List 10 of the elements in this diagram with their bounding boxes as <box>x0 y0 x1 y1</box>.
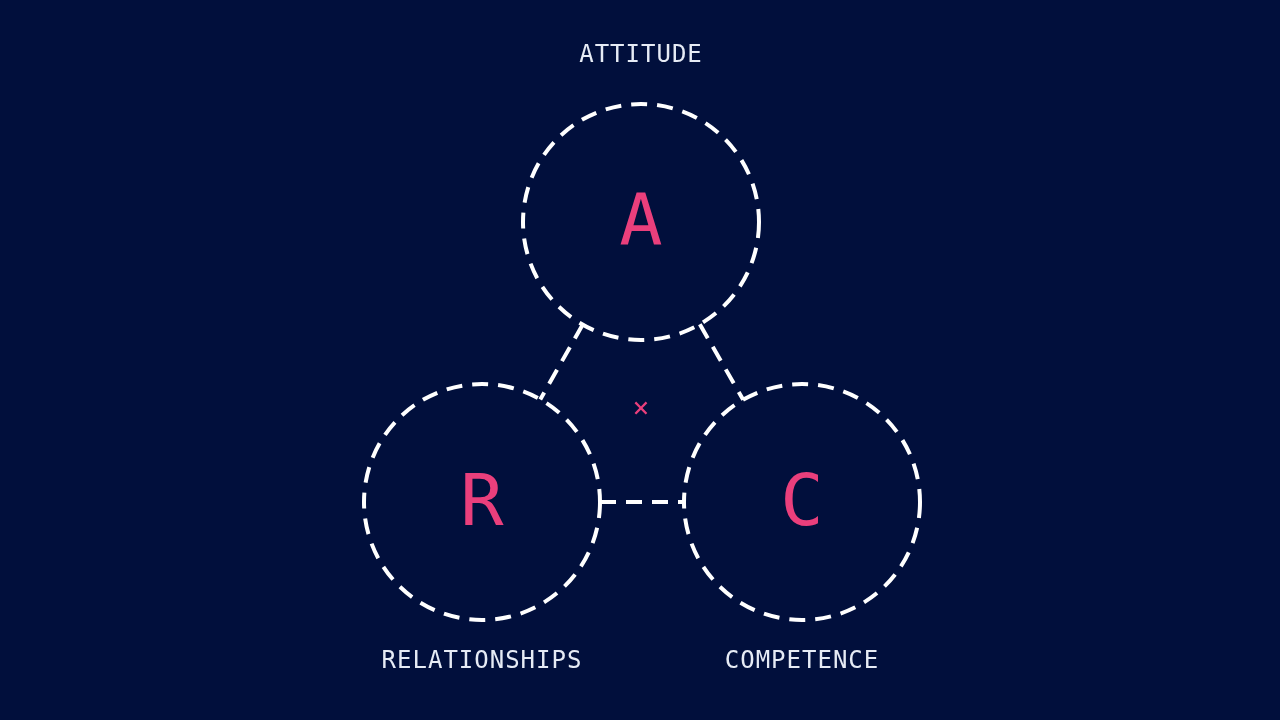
circle-heading: ATTITUDE <box>578 42 704 66</box>
multiply-sign: × <box>631 394 651 422</box>
circle-letter: A <box>618 184 664 256</box>
circle-letter: R <box>459 464 505 536</box>
circle-heading: COMPETENCE <box>723 648 881 672</box>
circle-letter: C <box>779 464 825 536</box>
dashed-connector <box>698 323 745 401</box>
circle-heading: RELATIONSHIPS <box>380 648 584 672</box>
dashed-connector <box>600 500 684 504</box>
dashed-connector <box>538 323 585 401</box>
